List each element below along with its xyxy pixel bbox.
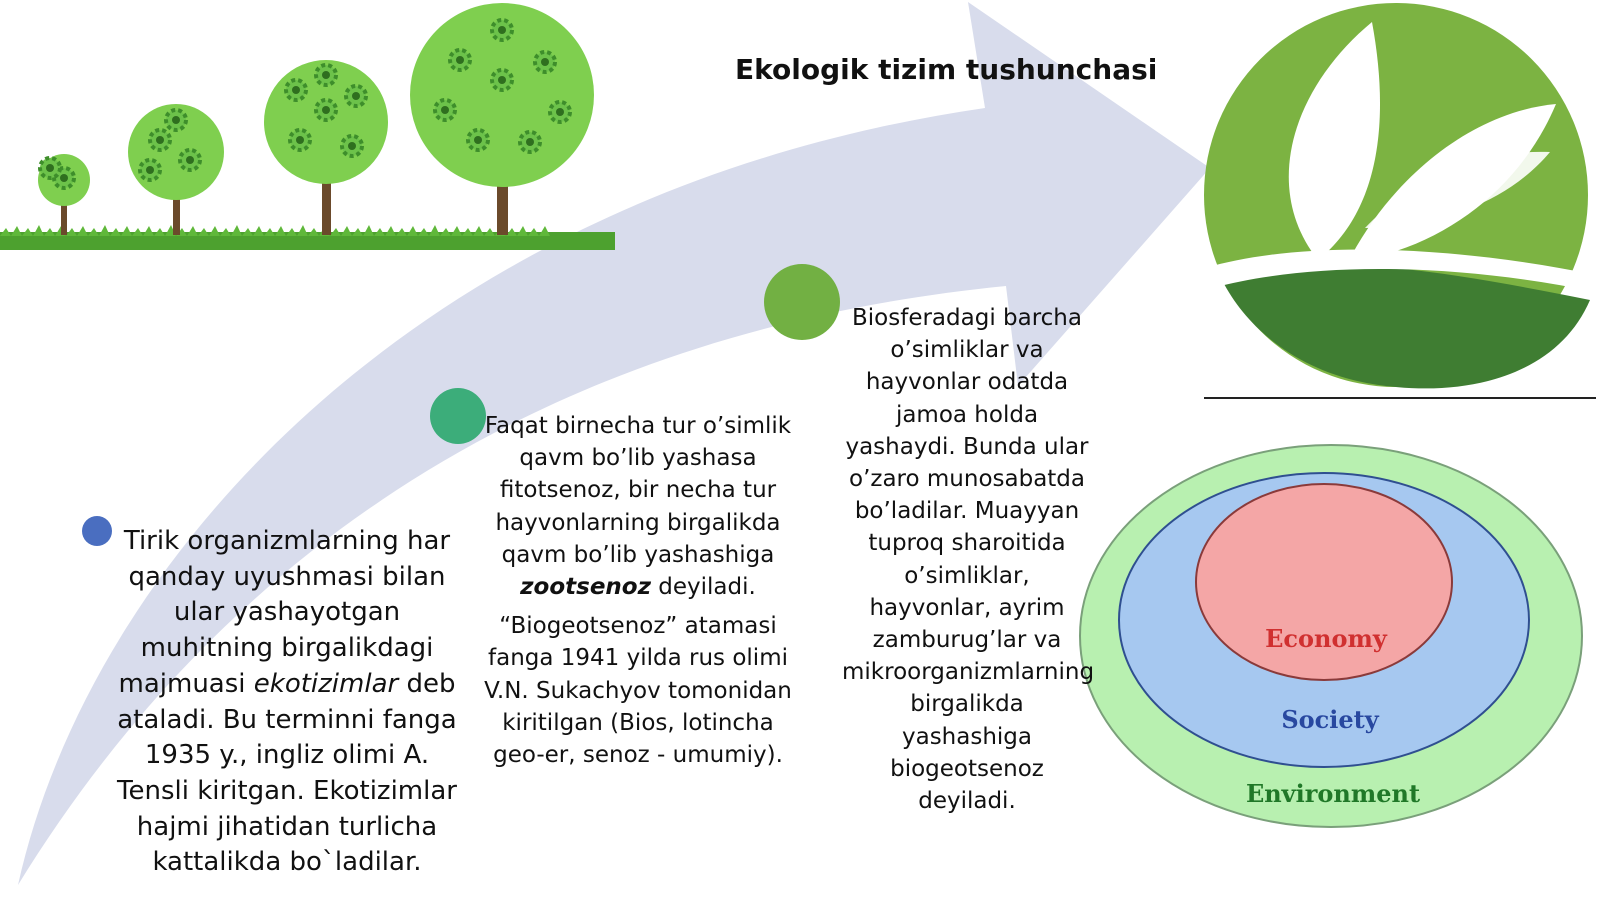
text-block-2-paragraph-2: “Biogeotsenoz” atamasi fanga 1941 yilda … xyxy=(484,613,792,769)
text-block-1-before: Tirik organizmlarning har qanday uyushma… xyxy=(118,526,451,699)
divider-line xyxy=(1204,397,1596,399)
slide-title: Ekologik tizim tushunchasi xyxy=(735,52,1157,87)
text-block-ecosystem: Tirik organizmlarning har qanday uyushma… xyxy=(106,524,468,881)
bullet-dot-teal xyxy=(430,388,486,444)
text-block-biogeocenosis: Biosferadagi barcha o’simliklar va hayvo… xyxy=(842,305,1095,815)
text-block-cenosis: Faqat birnecha tur o’simlik qavm bo’lib … xyxy=(474,410,802,771)
bullet-dot-green xyxy=(764,264,840,340)
text-block-2-after: deyiladi. xyxy=(650,574,756,601)
environment-label: Environment xyxy=(1246,779,1420,808)
text-block-2-paragraph-1: Faqat birnecha tur o’simlik qavm bo’lib … xyxy=(474,410,802,603)
bullet-dot-blue xyxy=(82,516,112,546)
text-block-2-before: Faqat birnecha tur o’simlik qavm bo’lib … xyxy=(484,413,792,568)
text-block-1-after: deb ataladi. Bu terminni fanga 1935 y., … xyxy=(117,668,457,878)
leaf-logo xyxy=(1204,3,1596,389)
gear-trees-illustration xyxy=(0,3,615,250)
economy-ellipse xyxy=(1195,483,1453,681)
society-label: Society xyxy=(1281,705,1379,734)
economy-label: Economy xyxy=(1265,624,1388,653)
text-block-2-emphasis: zootsenoz xyxy=(520,574,651,601)
slide-title-text: Ekologik tizim tushunchasi xyxy=(735,53,1158,86)
text-block-1-emphasis: ekotizimlar xyxy=(253,668,399,699)
